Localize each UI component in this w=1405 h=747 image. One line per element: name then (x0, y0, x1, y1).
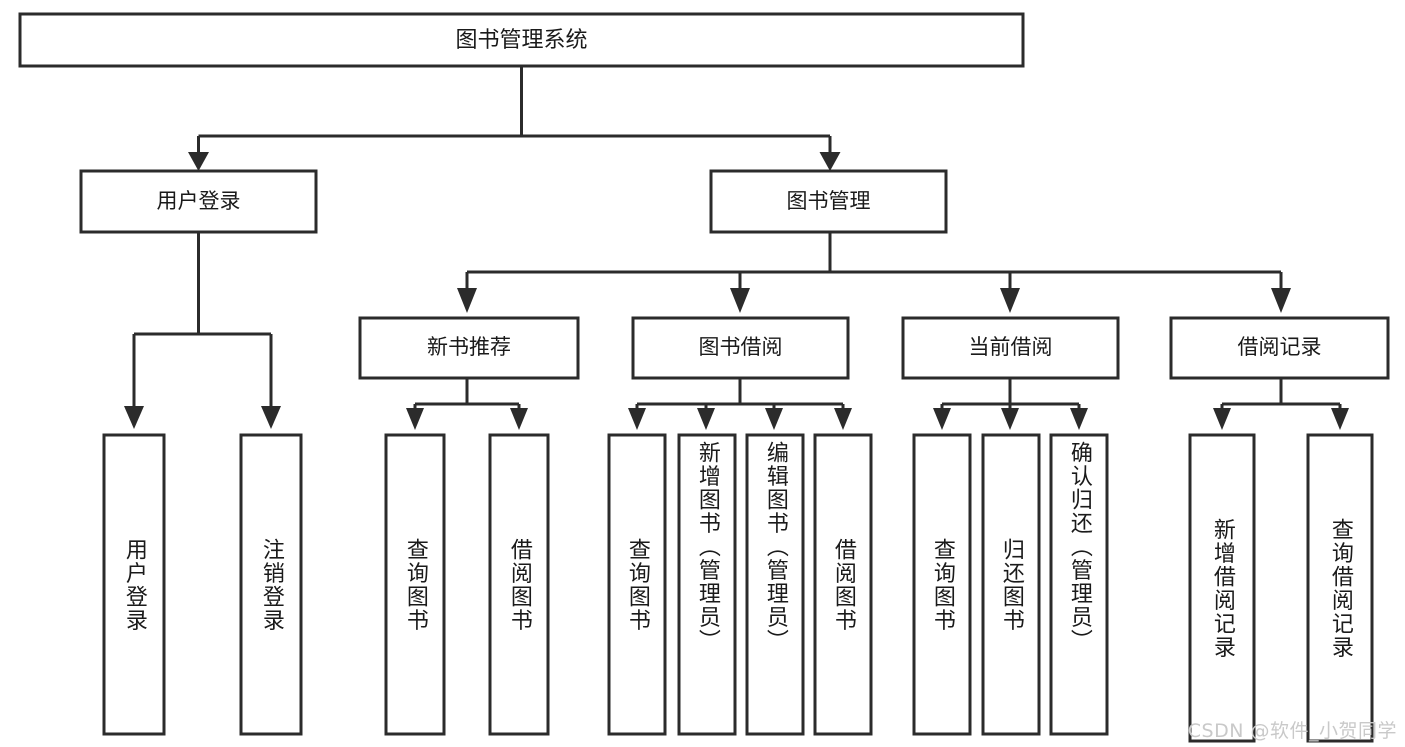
node-root[interactable]: 图书管理系统 (18, 12, 1025, 68)
node-user-login-label: 用户登录 (157, 189, 241, 213)
arrow-head-book-manage (819, 152, 841, 171)
leaf-edit-book-box[interactable] (745, 433, 805, 736)
node-book-borrow-box[interactable] (631, 316, 850, 380)
arrow-head-leaf-edit-book (765, 408, 783, 430)
leaf-add-record-box[interactable] (1188, 433, 1256, 743)
leaf-confirm-return-box[interactable] (1049, 433, 1109, 736)
node-borrow-record[interactable]: 借阅记录 (1169, 316, 1390, 380)
connector-group-book-borrow (628, 378, 852, 430)
node-book-manage-label: 图书管理 (787, 189, 871, 213)
connector-group-new-book-recommend (406, 378, 528, 430)
node-book-manage[interactable]: 图书管理 (709, 169, 948, 234)
node-new-book-recommend-box[interactable] (358, 316, 580, 380)
arrow-head-book-borrow (730, 288, 750, 313)
arrow-head-user-login (188, 152, 209, 171)
connector-group-current-borrow (933, 378, 1088, 430)
arrow-head-new-book-recommend (457, 288, 477, 313)
node-root-box[interactable] (18, 12, 1025, 68)
leaf-boxes (102, 433, 1374, 743)
arrow-head-leaf-logout-login (261, 406, 281, 429)
leaf-user-login-box[interactable] (102, 433, 166, 736)
arrow-head-leaf-borrow-book-2 (834, 408, 852, 430)
csdn-watermark: CSDN @软件_小贺同学 (1187, 720, 1397, 742)
leaf-borrow-book-1-box[interactable] (488, 433, 550, 736)
node-root-label: 图书管理系统 (455, 28, 587, 53)
node-current-borrow-label: 当前借阅 (969, 335, 1053, 359)
node-current-borrow-box[interactable] (901, 316, 1120, 380)
node-book-borrow[interactable]: 图书借阅 (631, 316, 850, 380)
node-book-manage-box[interactable] (709, 169, 948, 234)
leaf-query-book-3-box[interactable] (912, 433, 972, 736)
connector-group-book-manage (457, 232, 1291, 313)
node-book-borrow-label: 图书借阅 (699, 335, 783, 359)
arrow-head-leaf-return-book (1001, 408, 1019, 430)
arrow-head-leaf-query-book-1 (406, 408, 424, 430)
arrow-head-leaf-query-book-2 (628, 408, 646, 430)
leaf-query-book-1-box[interactable] (384, 433, 446, 736)
node-user-login-box[interactable] (79, 169, 318, 234)
leaf-query-record-box[interactable] (1306, 433, 1374, 743)
node-current-borrow[interactable]: 当前借阅 (901, 316, 1120, 380)
connector-group-borrow-record (1213, 378, 1349, 430)
arrow-head-leaf-query-record (1331, 408, 1349, 430)
arrow-head-borrow-record (1271, 288, 1291, 313)
arrow-head-leaf-borrow-book-1 (510, 408, 528, 430)
arrow-head-leaf-confirm-return (1070, 408, 1088, 430)
node-user-login[interactable]: 用户登录 (79, 169, 318, 234)
node-new-book-recommend[interactable]: 新书推荐 (358, 316, 580, 380)
arrow-head-leaf-query-book-3 (933, 408, 951, 430)
node-borrow-record-box[interactable] (1169, 316, 1390, 380)
node-new-book-recommend-label: 新书推荐 (427, 335, 511, 359)
arrow-head-current-borrow (1000, 288, 1020, 313)
leaf-add-book-box[interactable] (677, 433, 737, 736)
leaf-return-book-box[interactable] (981, 433, 1041, 736)
arrow-head-leaf-add-record (1213, 408, 1231, 430)
connector-group-user-login (124, 232, 281, 429)
leaf-logout-login-box[interactable] (239, 433, 303, 736)
leaf-query-book-2-box[interactable] (607, 433, 667, 736)
node-borrow-record-label: 借阅记录 (1238, 335, 1322, 359)
leaf-borrow-book-2-box[interactable] (813, 433, 873, 736)
arrow-head-leaf-user-login (124, 406, 144, 429)
connector-group-root (188, 66, 841, 171)
arrow-head-leaf-add-book (697, 408, 715, 430)
